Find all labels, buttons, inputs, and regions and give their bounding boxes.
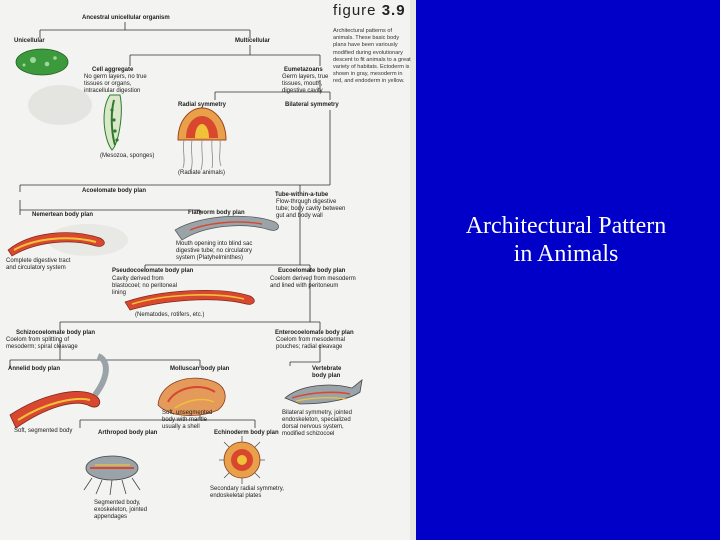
node-flatworm-desc: Mouth opening into blind sac digestive t… <box>176 241 253 261</box>
figure-label: figure 3.9 <box>333 2 406 19</box>
node-vertebrate-desc: Bilateral symmetry, jointed endoskeleton… <box>282 410 352 437</box>
slide-title: Architectural Pattern in Animals <box>420 212 712 268</box>
node-radial: Radial symmetry <box>178 102 227 108</box>
node-unicellular: Unicellular <box>14 38 45 44</box>
arthropod-illustration <box>83 455 141 496</box>
node-echinoderm-desc: Secondary radial symmetry, endoskeletal … <box>210 486 284 499</box>
node-enterocoelomate: Enterocoelomate body plan <box>275 330 354 336</box>
echinoderm-illustration <box>219 436 265 484</box>
node-bilateral: Bilateral symmetry <box>285 102 339 108</box>
sponge-illustration <box>103 94 122 151</box>
node-nemertean: Nemertean body plan <box>32 212 94 218</box>
node-schizocoelomate: Schizocoelomate body plan <box>16 330 96 336</box>
node-arthropod: Arthropod body plan <box>98 430 158 436</box>
figure-word: figure <box>333 2 377 19</box>
node-eumetazoans-desc: Germ layers, true tissues, mouth, digest… <box>282 74 329 94</box>
node-nematodes: (Nematodes, rotifers, etc.) <box>135 312 205 318</box>
node-cell-aggregate-desc: No germ layers, no true tissues or organ… <box>84 74 147 94</box>
node-annelid-desc: Soft, segmented body <box>14 428 73 434</box>
node-ancestral: Ancestral unicellular organism <box>82 15 170 21</box>
node-tube: Tube-within-a-tube <box>275 192 329 198</box>
node-schizocoelomate-desc: Coelom from splitting of mesoderm; spira… <box>6 337 78 350</box>
node-eumetazoans: Eumetazoans <box>284 67 323 73</box>
figure-number: 3.9 <box>381 2 406 19</box>
node-cell-aggregate: Cell aggregate <box>92 67 134 73</box>
flatworm-illustration <box>174 215 279 241</box>
jellyfish-illustration <box>177 107 227 171</box>
node-arthropod-desc: Segmented body, exoskeleton, jointed app… <box>94 500 148 520</box>
nematode-illustration <box>124 290 255 311</box>
node-radiate: (Radiate animals) <box>178 170 226 176</box>
node-echinoderm: Echinoderm body plan <box>214 430 279 436</box>
node-pseudocoelomate-desc: Cavity derived from blastocoel; no perit… <box>112 276 178 296</box>
node-tube-desc: Flow-through digestive tube; body cavity… <box>276 199 346 219</box>
slide-title-line2: in Animals <box>513 241 619 267</box>
nemertean-illustration <box>7 232 105 257</box>
figure-panel: figure 3.9 Architectural patterns of ani… <box>0 0 416 540</box>
node-eucoelomate: Eucoelomate body plan <box>278 268 346 274</box>
node-multicellular: Multicellular <box>235 38 271 44</box>
node-mesozoa: (Mesozoa, sponges) <box>100 153 155 159</box>
background-beetle-shape <box>28 85 92 125</box>
node-vertebrate: Vertebrate body plan <box>312 366 342 379</box>
node-flatworm: Flatworm body plan <box>188 210 245 216</box>
mollusc-illustration <box>157 377 226 416</box>
node-annelid: Annelid body plan <box>8 366 60 372</box>
slide-title-line1: Architectural Pattern <box>465 213 667 239</box>
vertebrate-illustration <box>284 379 363 405</box>
figure-caption: Architectural patterns of animals. These… <box>333 28 411 85</box>
phylogeny-tree <box>7 0 416 540</box>
node-enterocoelomate-desc: Coelom from mesodermal pouches; radial c… <box>276 337 346 350</box>
panel-edge <box>410 0 416 540</box>
node-molluscan-desc: Soft, unsegmented body with mantle usual… <box>162 410 213 430</box>
node-molluscan: Molluscan body plan <box>170 366 230 372</box>
node-nemertean-desc: Complete digestive tract and circulatory… <box>6 258 71 271</box>
node-acoelomate: Acoelomate body plan <box>82 188 147 194</box>
annelid-illustration <box>9 353 109 429</box>
unicellular-cell-illustration <box>15 48 69 76</box>
node-eucoelomate-desc: Coelom derived from mesoderm and lined w… <box>270 276 356 289</box>
node-pseudocoelomate: Pseudocoelomate body plan <box>112 268 194 274</box>
